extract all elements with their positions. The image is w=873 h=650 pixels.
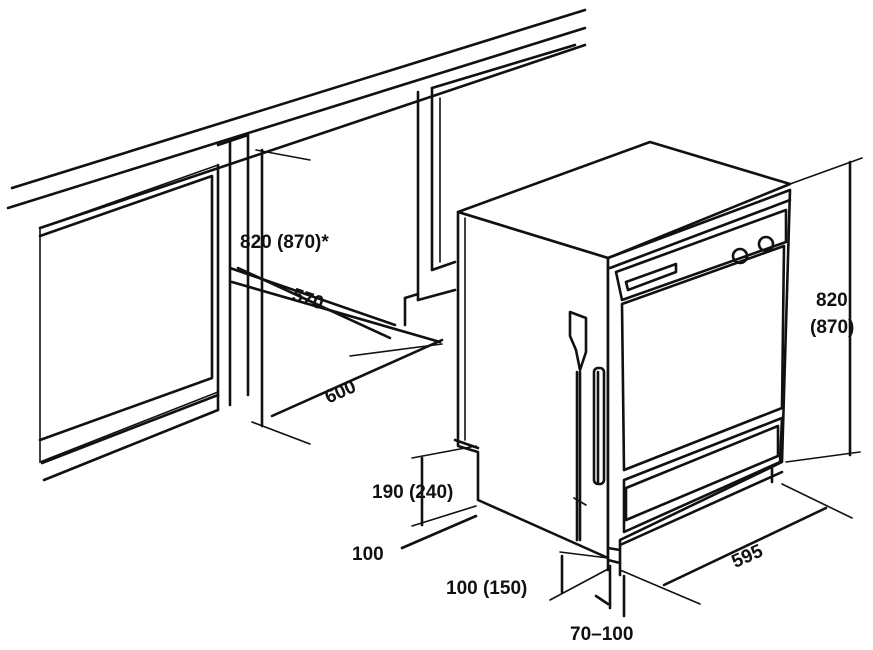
kick-panel (622, 416, 784, 534)
countertop (6, 8, 587, 230)
label-appliance-height: 820 (816, 290, 848, 311)
dimension-lines (236, 148, 863, 618)
hose-fitting (592, 366, 606, 486)
dishwasher-door (620, 244, 786, 472)
label-foot-height: 100 (150) (446, 578, 527, 599)
label-opening-width: 570 (289, 285, 326, 315)
label-appliance-width: 595 (729, 541, 767, 573)
display-slot (624, 262, 678, 292)
right-cabinet (246, 43, 577, 397)
knob-icon (757, 235, 775, 253)
label-plinth-depth: 100 (352, 544, 384, 565)
label-cabinet-height: 820 (870)* (240, 232, 329, 253)
dimension-labels: 820 (870)* 570 600 820 (870) 190 (240) 1… (240, 232, 854, 645)
dishwasher (453, 140, 792, 577)
control-panel (614, 208, 788, 302)
label-door-offset: 70–100 (570, 624, 633, 645)
label-plinth-height: 190 (240) (372, 482, 453, 503)
left-cabinet (38, 133, 250, 482)
mounting-bracket (568, 310, 588, 372)
dishwasher-side (456, 210, 610, 560)
label-appliance-height-alt: (870) (810, 317, 854, 338)
label-cabinet-depth: 600 (322, 376, 360, 408)
